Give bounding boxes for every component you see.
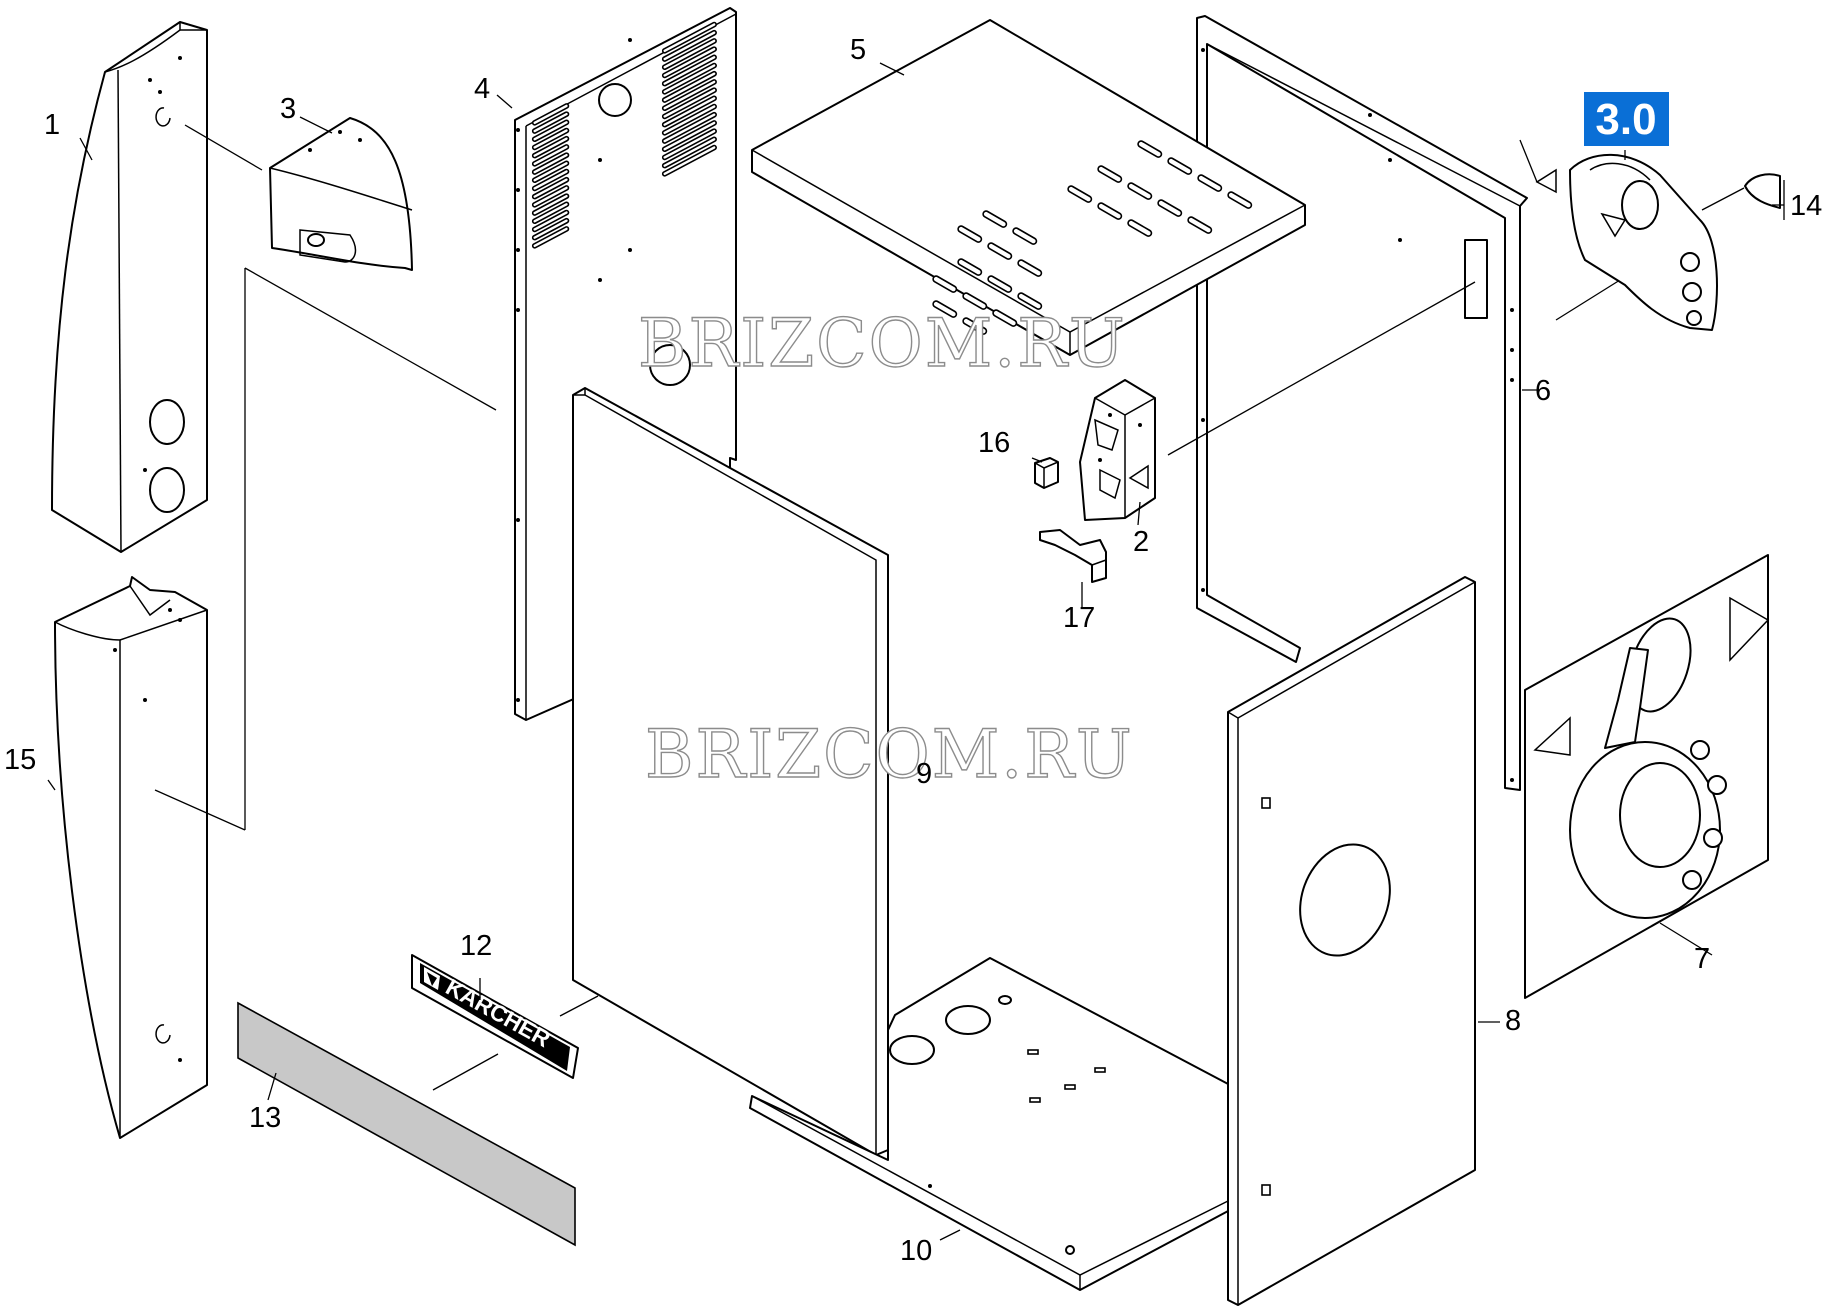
louvre-slot xyxy=(661,95,717,128)
callout-2: 2 xyxy=(1133,526,1149,558)
assembly-badge-label: 3.0 xyxy=(1595,95,1656,144)
louvre-slot xyxy=(531,176,570,200)
louvre-slot xyxy=(531,217,570,241)
lid-slot xyxy=(1187,216,1213,234)
louvre-slot xyxy=(661,103,717,136)
louvre-slot xyxy=(531,135,570,159)
callout-10: 10 xyxy=(900,1235,932,1267)
callout-9: 9 xyxy=(916,758,932,790)
louvre-slot xyxy=(661,128,717,161)
watermark-top: BRIZCOM.RU xyxy=(638,305,1127,382)
louvre-slot xyxy=(661,144,717,177)
louvre-slot xyxy=(661,29,717,62)
callout-13: 13 xyxy=(249,1102,281,1134)
watermark-middle: BRIZCOM.RU xyxy=(645,716,1134,793)
louvre-slot xyxy=(531,160,570,184)
part-14-cap xyxy=(1744,173,1781,209)
louvre-slot xyxy=(661,111,717,144)
louvre-slot xyxy=(661,79,717,112)
part-17-holder-bracket xyxy=(1039,529,1107,583)
louvre-slot xyxy=(531,193,570,216)
louvre-slot xyxy=(661,21,717,54)
part-16-switch xyxy=(1034,457,1059,489)
louvre-slot xyxy=(531,226,570,249)
lid-slot xyxy=(1067,185,1093,203)
louvre-slot xyxy=(661,70,717,103)
louvre-slot xyxy=(661,120,717,153)
part-2-bracket-assembly xyxy=(1079,379,1156,521)
louvre-slot xyxy=(661,46,717,79)
callout-4: 4 xyxy=(474,73,490,105)
callout-8: 8 xyxy=(1505,1005,1521,1037)
louvre-slot xyxy=(531,103,570,126)
lid-slot xyxy=(987,242,1013,260)
assembly-badge-3-0: 3.0 xyxy=(1584,92,1669,146)
part-3-control-housing xyxy=(269,117,413,271)
lid-slot xyxy=(1127,182,1153,200)
lid-slot xyxy=(1097,165,1123,183)
callout-17: 17 xyxy=(1063,602,1095,634)
lid-slot xyxy=(957,258,983,276)
part-6-rear-frame xyxy=(1196,15,1528,791)
louvre-slot xyxy=(531,144,570,167)
callout-1: 1 xyxy=(44,109,60,141)
leader-lines xyxy=(47,62,1785,1241)
lid-slot xyxy=(1017,259,1043,277)
part-15-side-column-bottom xyxy=(54,576,208,1139)
lid-slot xyxy=(957,225,983,243)
lid-slot xyxy=(1097,202,1123,220)
lid-slot xyxy=(1157,199,1183,217)
louvre-slot xyxy=(531,127,570,151)
lid-slot xyxy=(987,275,1013,293)
louvre-slot xyxy=(661,38,717,71)
callout-14: 14 xyxy=(1790,190,1822,222)
lid-slot xyxy=(1197,174,1223,192)
louvre-slot xyxy=(661,54,717,87)
callout-labels: 1 3 4 5 6 16 2 17 15 9 12 13 10 8 7 14 xyxy=(4,34,1822,1267)
louvre-slot xyxy=(661,62,717,95)
lid-slot xyxy=(1137,140,1163,158)
lid-slot xyxy=(992,309,1018,327)
callout-5: 5 xyxy=(850,34,866,66)
part-3-0-control-assembly xyxy=(1519,139,1718,331)
lid-slot xyxy=(982,210,1008,228)
louvre-slot xyxy=(531,209,570,233)
part-13-grey-strip xyxy=(237,1001,576,1247)
lid-slot xyxy=(962,292,988,310)
callout-16: 16 xyxy=(978,427,1010,459)
lid-slot xyxy=(1127,219,1153,237)
louvre-slot xyxy=(531,119,570,143)
louvre-slot xyxy=(531,168,570,192)
callout-7: 7 xyxy=(1694,943,1710,975)
callout-15: 15 xyxy=(4,744,36,776)
louvre-slot xyxy=(531,152,570,175)
part-12-logo-decal: KARCHER xyxy=(411,954,579,1079)
louvre-slot xyxy=(531,111,570,134)
callout-3: 3 xyxy=(280,93,296,125)
part-7-control-decal xyxy=(1524,554,1770,999)
lid-slot xyxy=(932,300,958,318)
lid-slot xyxy=(1167,157,1193,175)
lid-slot xyxy=(1012,227,1038,245)
part-8-right-panel xyxy=(1227,576,1476,1306)
part-5-top-lid xyxy=(751,19,1306,356)
callout-12: 12 xyxy=(460,930,492,962)
lid-slot xyxy=(962,317,988,335)
part-9-front-panel xyxy=(572,387,889,1156)
louvre-slot xyxy=(531,201,570,225)
lid-slot xyxy=(1017,292,1043,310)
lid-slot xyxy=(1227,191,1253,209)
louvre-slot xyxy=(531,185,570,208)
louvre-slot xyxy=(661,87,717,120)
callout-6: 6 xyxy=(1535,375,1551,407)
louvre-slot xyxy=(661,136,717,169)
part-1-side-column-top xyxy=(51,21,208,553)
lid-slot xyxy=(932,275,958,293)
part-10-base-plate xyxy=(749,957,1231,1291)
